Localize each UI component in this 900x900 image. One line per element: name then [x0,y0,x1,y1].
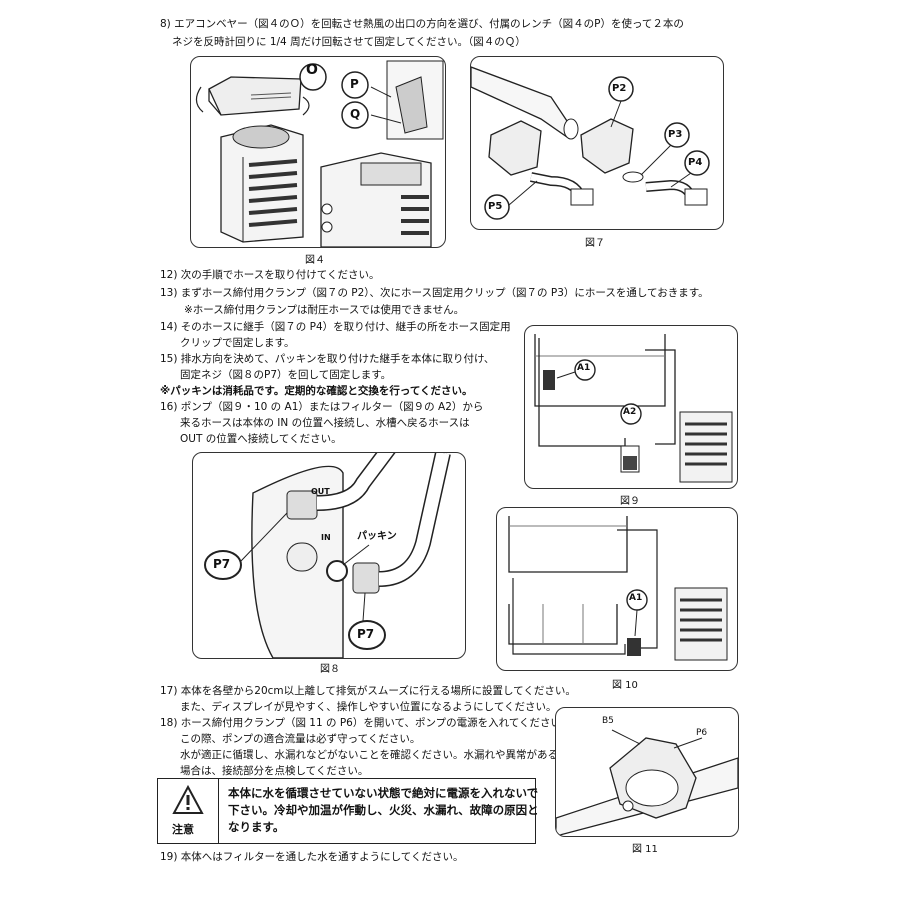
step14-line2: クリップで固定します。 [180,337,295,349]
caution-label: 注意 [172,823,194,836]
step16-line3: OUT の位置へ接続してください。 [180,433,342,445]
fig8-label-p7-left: P7 [213,557,231,571]
warning-icon [172,785,204,815]
fig7-label-p5: P5 [488,201,503,212]
figure-9: A1 A2 [524,325,738,489]
fig9-illustration [534,334,733,483]
fig11-caption: 図 11 [632,844,658,855]
figure-11: B5 P6 [555,707,739,837]
step15-line1: 15) 排水方向を決めて、パッキンを取り付けた継手を本体に取り付け、 [160,353,495,365]
fig7-illustration [471,66,710,220]
step16-line1: 16) ポンプ（図９・10 の A1）またはフィルター（図９の A2）から [160,401,484,413]
fig7-caption: 図７ [585,238,605,249]
step15-line2: 固定ネジ（図８のP7）を回して固定します。 [180,369,392,381]
fig9-label-a1: A1 [577,363,591,373]
fig4-label-q: Q [350,107,361,121]
fig8-illustration [204,453,451,658]
figure-8: OUT IN パッキン P7 P7 [192,452,466,659]
fig7-label-p2: P2 [612,83,627,94]
step18-line3: 水が適正に循環し、水漏れなどがないことを確認ください。水漏れや異常がある [180,749,558,761]
step17-line2: また、ディスプレイが見やすく、操作しやすい位置になるようにしてください。 [180,701,557,713]
fig8-label-packing: パッキン [357,531,397,542]
step18-line4: 場合は、接続部分を点検してください。 [180,765,369,777]
fig11-illustration [556,729,738,836]
caution-box: 注意 本体に水を循環させていない状態で絶対に電源を入れないで 下さい。冷却や加温… [157,778,539,844]
step16-line2: 来るホースは本体の IN の位置へ接続し、水槽へ戻るホースは [180,417,470,429]
step8-line2: ネジを反時計回りに 1/4 周だけ回転させて固定してください。（図４のＱ） [172,36,526,48]
fig8-label-out: OUT [311,487,330,496]
step18-line1: 18) ホース締付用クランプ（図 11 の P6）を開いて、ポンプの電源を入れて… [160,717,572,729]
step14-line1: 14) そのホースに継手（図７の P4）を取り付け、継手の所をホース固定用 [160,321,511,333]
fig10-caption: 図 10 [612,680,638,691]
fig10-label-a1: A1 [629,593,643,603]
fig4-illustration [195,60,444,247]
fig4-label-p: P [350,77,359,91]
fig4-label-o: O [306,62,318,78]
step17-line1: 17) 本体を各壁から20cm以上離して排気がスムーズに行える場所に設置してくだ… [160,685,576,697]
figure-10: A1 [496,507,738,671]
step12: 12) 次の手順でホースを取り付けてください。 [160,269,380,281]
fig9-caption: 図９ [620,496,640,507]
fig11-label-b5: B5 [602,716,614,726]
fig8-label-p7-right: P7 [357,627,375,641]
step18-line2: この際、ポンプの適合流量は必ず守ってください。 [180,733,421,745]
fig11-label-p6: P6 [696,728,708,738]
step8-line1: 8) エアコンベヤー（図４のＯ）を回転させ熱風の出口の方向を選び、付属のレンチ（… [160,18,684,30]
fig9-label-a2: A2 [623,407,637,417]
fig8-caption: 図８ [320,664,340,675]
step19: 19) 本体へはフィルターを通した水を通すようにしてください。 [160,851,464,863]
fig8-label-in: IN [321,533,331,542]
fig4-caption: 図４ [305,255,325,266]
fig7-label-p4: P4 [688,157,703,168]
step13-note: ※ホース締付用クランプは耐圧ホースでは使用できません。 [184,304,465,316]
caution-message: 本体に水を循環させていない状態で絶対に電源を入れないで 下さい。冷却や加温が作動… [228,786,539,834]
figure-4: O P Q [190,56,446,248]
packing-note: ※パッキンは消耗品です。定期的な確認と交換を行ってください。 [160,385,473,397]
fig7-label-p3: P3 [668,129,683,140]
figure-7: P2 P3 P4 P5 [470,56,724,230]
fig10-illustration [508,516,728,661]
step13: 13) まずホース締付用クランプ（図７の P2）、次にホース固定用クリップ（図７… [160,287,709,299]
